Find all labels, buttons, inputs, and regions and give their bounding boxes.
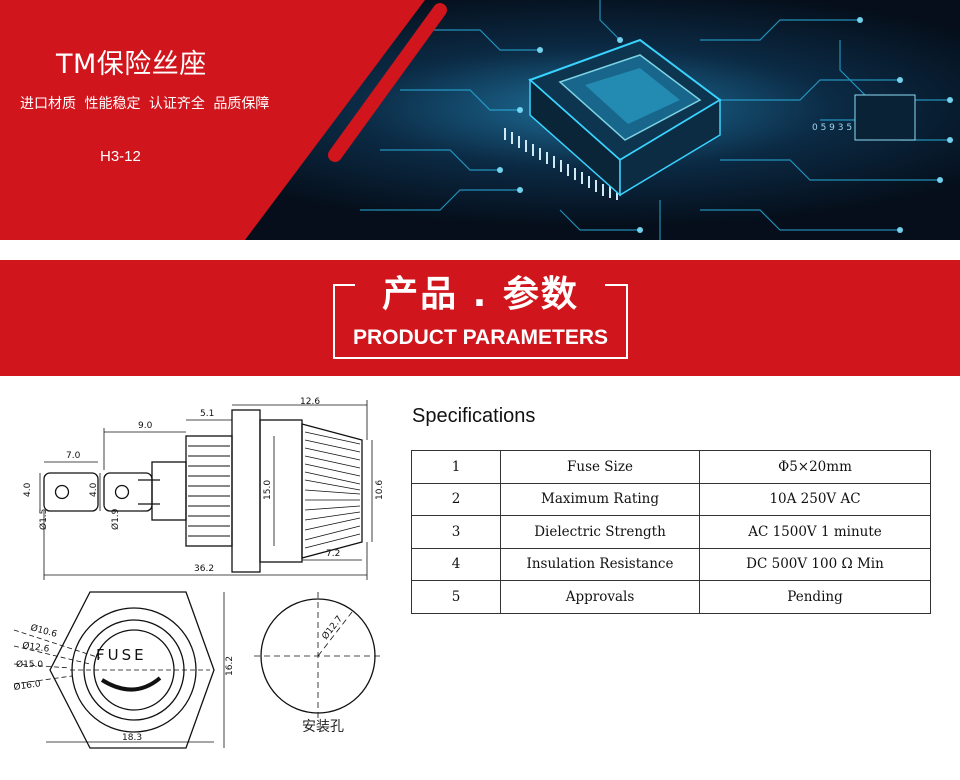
table-row: 3 Dielectric Strength AC 1500V 1 minute [411, 515, 931, 549]
fuse-cap-text: FUSE [96, 646, 147, 664]
parameter-value: DC 500V 100 Ω Min [699, 547, 931, 581]
dim-36-2: 36.2 [194, 564, 214, 574]
dim-dia-10-6: Ø10.6 [29, 622, 58, 640]
dim-9-0: 9.0 [138, 421, 153, 431]
parameter-value: 10A 250V AC [699, 482, 931, 516]
row-number: 5 [411, 580, 501, 614]
mounting-hole-view [254, 592, 384, 720]
dim-dia-15-0: Ø15.0 [16, 659, 43, 670]
table-row: 2 Maximum Rating 10A 250V AC [411, 482, 931, 516]
parameter-name: Approvals [500, 580, 700, 614]
mounting-hole-label: 安装孔 [302, 719, 344, 735]
dim-7-2: 7.2 [326, 549, 340, 559]
hero-banner: 0 5 9 3 5 TM保险丝座 进口材质 性能稳定 认证齐全 品质保障 H3-… [0, 0, 960, 240]
parameter-value: Pending [699, 580, 931, 614]
banner-tagline: 进口材质 性能稳定 认证齐全 品质保障 [20, 96, 270, 112]
dim-18-3: 18.3 [122, 733, 142, 743]
row-number: 1 [411, 450, 501, 484]
dim-16-2: 16.2 [225, 656, 235, 676]
row-number: 2 [411, 482, 501, 516]
dim-dia-16-0: Ø16.0 [13, 678, 42, 693]
dim-15-0: 15.0 [263, 480, 273, 500]
table-row: 4 Insulation Resistance DC 500V 100 Ω Mi… [411, 547, 931, 581]
section-header-band [0, 260, 960, 376]
row-number: 4 [411, 547, 501, 581]
technical-drawing: 12.6 5.1 9.0 7.0 4.0 4.0 Ø1.5 Ø1.9 15.0 … [13, 397, 385, 749]
front-view [13, 591, 225, 749]
circuit-board-image: 0 5 9 3 5 [0, 0, 960, 240]
side-view [43, 409, 363, 573]
dim-12-6: 12.6 [300, 397, 320, 407]
banner-model: H3-12 [100, 148, 141, 165]
dim-10-6: 10.6 [375, 480, 385, 500]
row-number: 3 [411, 515, 501, 549]
table-row: 5 Approvals Pending [411, 580, 931, 614]
dim-4-0-b: 4.0 [89, 482, 99, 497]
parameter-value: Φ5×20mm [699, 450, 931, 484]
svg-text:0 5 9 3 5: 0 5 9 3 5 [812, 123, 852, 133]
parameter-value: AC 1500V 1 minute [699, 515, 931, 549]
section-heading-en: PRODUCT PARAMETERS [352, 326, 609, 349]
banner-title: TM保险丝座 [56, 49, 207, 80]
section-heading-cn: 产品 . 参数 [382, 274, 579, 315]
dim-5-1: 5.1 [200, 409, 214, 419]
parameter-name: Maximum Rating [500, 482, 700, 516]
dim-dia-1-9: Ø1.9 [110, 508, 121, 530]
specifications-title: Specifications [412, 405, 536, 427]
parameter-name: Fuse Size [500, 450, 700, 484]
dim-dia-12-6: Ø12.6 [22, 640, 51, 655]
heading-frame-gap [355, 280, 605, 290]
table-row: 1 Fuse Size Φ5×20mm [411, 450, 931, 484]
specifications-table: 1 Fuse Size Φ5×20mm 2 Maximum Rating 10A… [411, 450, 931, 614]
parameter-name: Insulation Resistance [500, 547, 700, 581]
dim-4-0-a: 4.0 [23, 482, 33, 497]
parameter-name: Dielectric Strength [500, 515, 700, 549]
dim-7-0: 7.0 [66, 451, 81, 461]
divider [0, 240, 960, 260]
dim-dia-1-5: Ø1.5 [38, 509, 49, 530]
